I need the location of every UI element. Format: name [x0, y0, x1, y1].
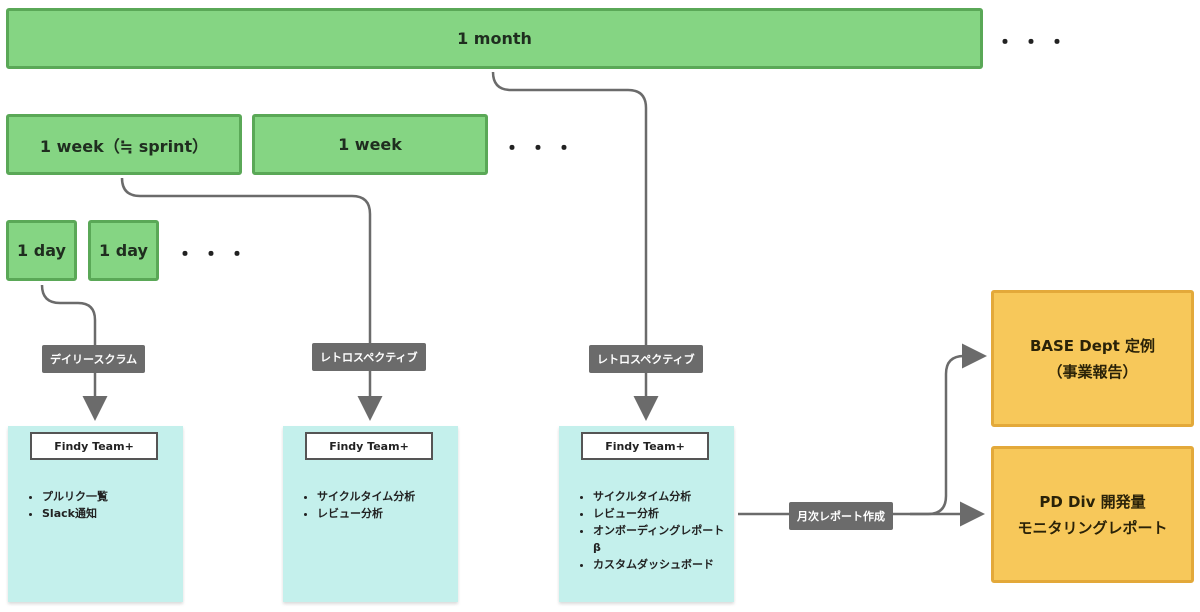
- day-bar-2: 1 day: [88, 220, 159, 281]
- list-item: オンボーディングレポート β: [593, 522, 733, 556]
- week-sprint-bar: 1 week（≒ sprint）: [6, 114, 242, 175]
- week-to-card2-connector: [120, 177, 383, 421]
- tool-card-2: Findy Team+ サイクルタイム分析 レビュー分析: [283, 426, 458, 602]
- day-label-2: 1 day: [99, 241, 148, 260]
- list-item: サイクルタイム分析: [593, 488, 733, 505]
- card-title: Findy Team+: [305, 432, 433, 460]
- day-to-card1-connector: [40, 284, 108, 421]
- list-item: カスタムダッシュボード: [593, 556, 733, 573]
- day-bar-1: 1 day: [6, 220, 77, 281]
- card-item-list: サイクルタイム分析 レビュー分析: [303, 488, 457, 522]
- day-label-1: 1 day: [17, 241, 66, 260]
- card3-to-base-connector: [910, 343, 987, 516]
- tool-card-3: Findy Team+ サイクルタイム分析 レビュー分析 オンボーディングレポー…: [559, 426, 734, 602]
- list-item: サイクルタイム分析: [317, 488, 457, 505]
- month-label: 1 month: [457, 29, 532, 48]
- pd-div-title: PD Div 開発量: [1039, 492, 1146, 511]
- card-title: Findy Team+: [581, 432, 709, 460]
- week-bar: 1 week: [252, 114, 488, 175]
- pd-div-report-box: PD Div 開発量 モニタリングレポート: [991, 446, 1194, 583]
- tag-retro-month: レトロスペクティブ: [589, 345, 703, 373]
- card-item-list: サイクルタイム分析 レビュー分析 オンボーディングレポート β カスタムダッシュ…: [579, 488, 733, 573]
- list-item: レビュー分析: [593, 505, 733, 522]
- week-sprint-label: 1 week（≒ sprint）: [39, 136, 209, 156]
- tool-card-1: Findy Team+ プルリク一覧 Slack通知: [8, 426, 183, 602]
- card-title: Findy Team+: [30, 432, 158, 460]
- week-ellipsis: ・・・: [502, 136, 580, 160]
- tag-monthly-report: 月次レポート作成: [789, 502, 893, 530]
- tag-retro-week: レトロスペクティブ: [312, 343, 426, 371]
- pd-div-subtitle: モニタリングレポート: [1017, 518, 1168, 537]
- tag-daily-scrum: デイリースクラム: [42, 345, 146, 373]
- list-item: Slack通知: [42, 505, 182, 522]
- list-item: プルリク一覧: [42, 488, 182, 505]
- day-ellipsis: ・・・: [175, 242, 253, 266]
- base-dept-title: BASE Dept 定例: [1029, 336, 1156, 355]
- base-dept-meeting-box: BASE Dept 定例 （事業報告）: [991, 290, 1194, 427]
- month-bar: 1 month: [6, 8, 983, 69]
- base-dept-subtitle: （事業報告）: [1047, 362, 1138, 381]
- month-ellipsis: ・・・: [995, 30, 1073, 54]
- card-item-list: プルリク一覧 Slack通知: [28, 488, 182, 522]
- week-label: 1 week: [338, 135, 402, 154]
- list-item: レビュー分析: [317, 505, 457, 522]
- month-to-card3-connector: [491, 71, 659, 421]
